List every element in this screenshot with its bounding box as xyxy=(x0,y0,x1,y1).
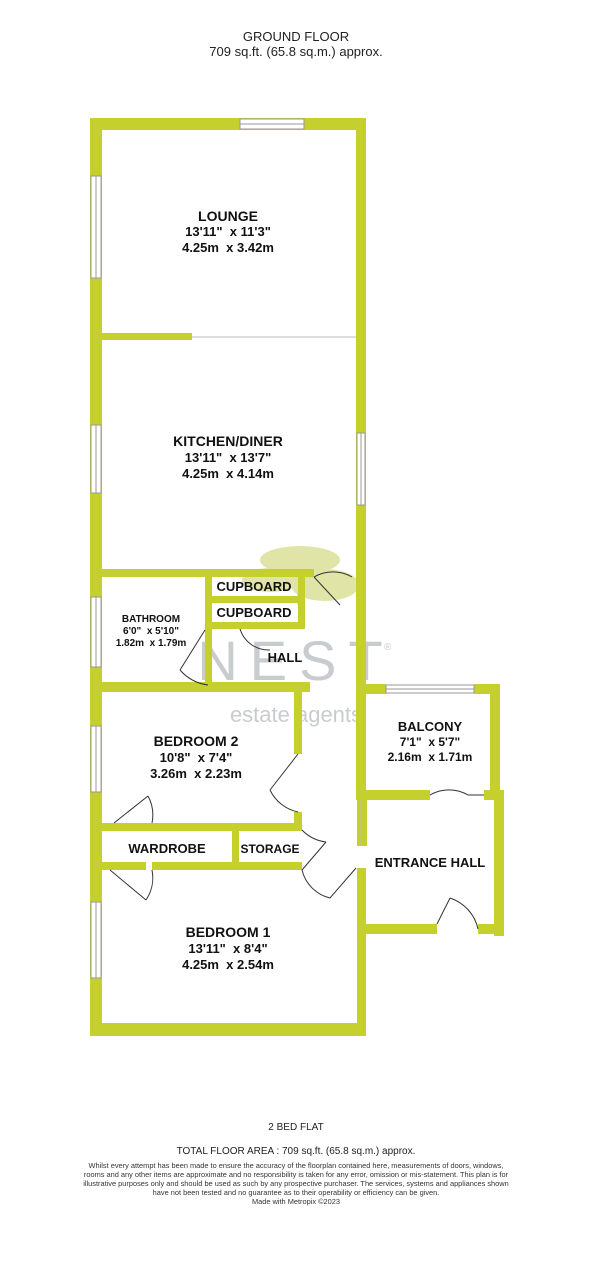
wall-top xyxy=(90,118,366,130)
label-bedroom1-name: BEDROOM 1 xyxy=(186,924,271,940)
label-bedroom1-metric: 4.25m x 2.54m xyxy=(182,957,274,972)
label-kitchen-imperial: 13'11" x 13'7" xyxy=(185,450,271,465)
door-wardrobe-bottom xyxy=(109,869,154,901)
label-cupboard-2: CUPBOARD xyxy=(216,605,291,620)
credit-text: Made with Metropix ©2023 xyxy=(251,1197,341,1206)
windows xyxy=(90,118,475,979)
floor-area: 709 sq.ft. (65.8 sq.m.) approx. xyxy=(209,44,383,59)
label-bedroom2-imperial: 10'8" x 7'4" xyxy=(160,750,233,765)
label-lounge-name: LOUNGE xyxy=(198,208,258,224)
wall-bedroom2-top xyxy=(90,682,310,692)
door-storage xyxy=(301,829,327,871)
door-bedroom2 xyxy=(269,753,299,813)
wall-lounge-kitchen xyxy=(90,333,192,340)
label-entrance-hall: ENTRANCE HALL xyxy=(375,855,486,870)
label-lounge-imperial: 13'11" x 11'3" xyxy=(185,224,271,239)
wall-kitchen-bottom xyxy=(90,569,314,577)
door-kitchen-cupboard xyxy=(313,571,353,606)
label-balcony-name: BALCONY xyxy=(398,719,463,734)
label-bathroom-metric: 1.82m x 1.79m xyxy=(116,638,187,649)
label-bedroom1-imperial: 13'11" x 8'4" xyxy=(188,941,267,956)
floor-title: GROUND FLOOR xyxy=(242,29,350,44)
watermark-brand: NEST xyxy=(197,629,394,692)
disclaimer-text: Whilst every attempt has been made to en… xyxy=(83,1161,509,1197)
door-bathroom xyxy=(179,629,209,686)
property-type: 2 BED FLAT xyxy=(268,1122,324,1133)
door-balcony xyxy=(429,789,484,796)
room-labels: LOUNGE 13'11" x 11'3" 4.25m x 3.42m KITC… xyxy=(116,208,486,972)
label-bathroom-name: BATHROOM xyxy=(122,614,180,625)
label-hall: HALL xyxy=(268,650,303,665)
door-wardrobe-top xyxy=(113,795,154,824)
label-bathroom-imperial: 6'0" x 5'10" xyxy=(123,626,179,637)
disclaimer: Whilst every attempt has been made to en… xyxy=(80,1161,512,1206)
label-wardrobe: WARDROBE xyxy=(128,841,206,856)
watermark-registered: ® xyxy=(384,642,392,653)
label-kitchen-name: KITCHEN/DINER xyxy=(173,433,283,449)
label-balcony-metric: 2.16m x 1.71m xyxy=(388,750,473,764)
door-entrance xyxy=(436,897,479,930)
door-cupboard-2 xyxy=(239,628,271,651)
wall-bottom xyxy=(90,1023,366,1036)
label-bedroom2-name: BEDROOM 2 xyxy=(154,733,239,749)
label-lounge-metric: 4.25m x 3.42m xyxy=(182,240,274,255)
label-kitchen-metric: 4.25m x 4.14m xyxy=(182,466,274,481)
walls xyxy=(90,118,504,1036)
label-cupboard-1: CUPBOARD xyxy=(216,579,291,594)
label-balcony-imperial: 7'1" x 5'7" xyxy=(400,735,460,749)
label-storage: STORAGE xyxy=(240,842,299,856)
total-floor-area: TOTAL FLOOR AREA : 709 sq.ft. (65.8 sq.m… xyxy=(176,1146,416,1157)
label-bedroom2-metric: 3.26m x 2.23m xyxy=(150,766,242,781)
doors xyxy=(109,571,484,930)
door-bedroom1 xyxy=(301,867,357,899)
wall-right-lower xyxy=(357,868,366,1036)
